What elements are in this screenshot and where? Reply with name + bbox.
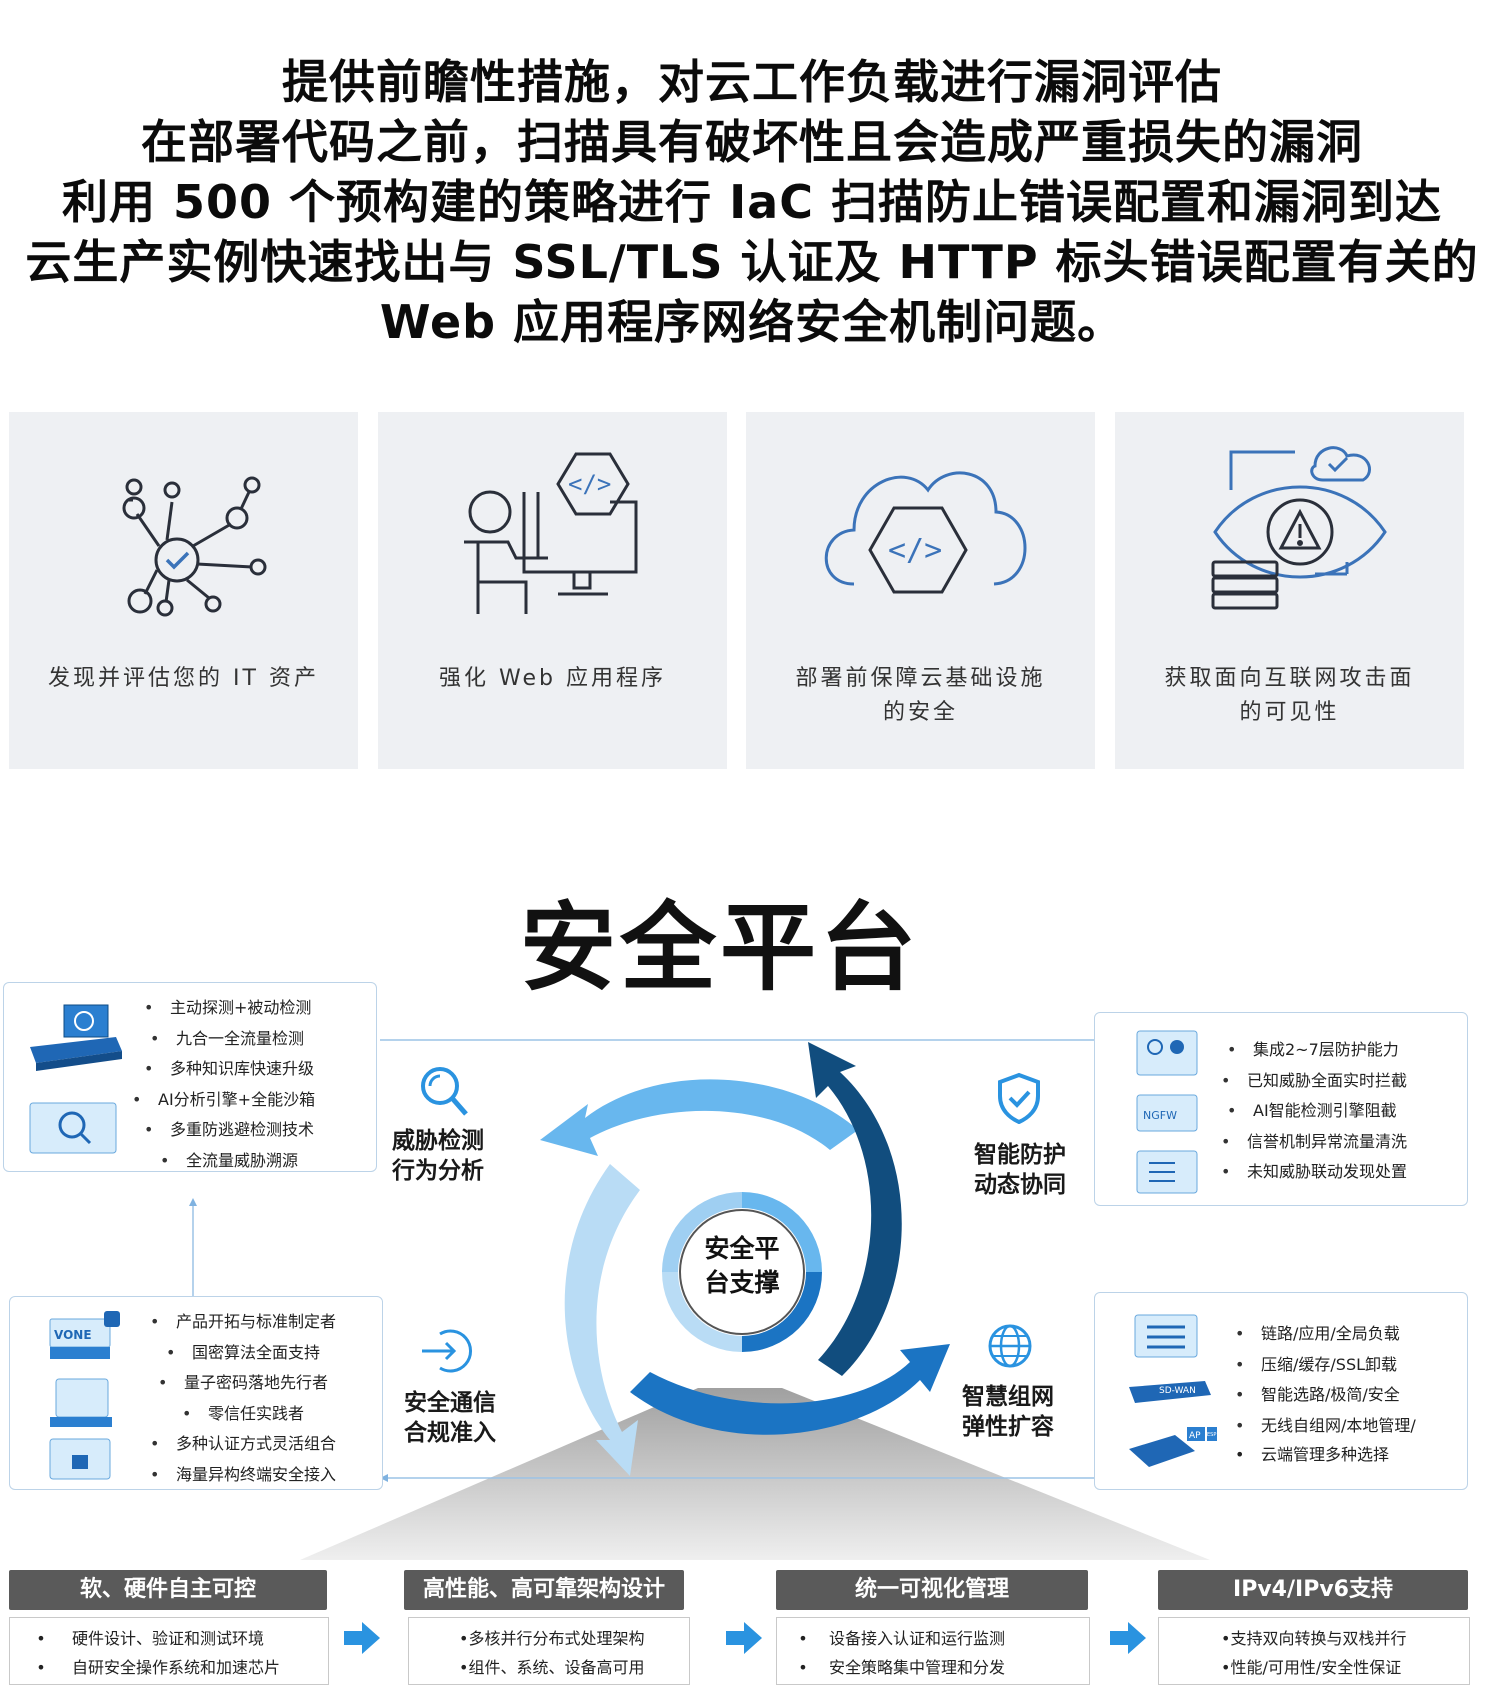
intro-line: 利用 500 个预构建的策略进行 IaC 扫描防止错误配置和漏洞到达 xyxy=(62,175,1442,229)
smart-defense-box: NGFW 集成2~7层防护能力 已知威胁全面实时拦截 AI智能检测引擎阻截 信誉… xyxy=(1094,1012,1468,1206)
feature-card-web-apps: </> 强化 Web 应用程序 xyxy=(378,412,727,769)
list-item: •组件、系统、设备高可用 xyxy=(459,1658,645,1677)
feature-card-label: 部署前保障云基础设施的安全 xyxy=(795,666,1046,725)
list-item: 链路/应用/全局负载 xyxy=(1235,1319,1416,1350)
list-item: 压缩/缓存/SSL卸载 xyxy=(1235,1350,1416,1381)
list-item: 零信任实践者 xyxy=(150,1399,336,1430)
intro-line: 云生产实例快速找出与 SSL/TLS 认证及 HTTP 标头错误配置有关的 xyxy=(25,235,1479,289)
feature-card-cloud-infra: </> 部署前保障云基础设施的安全 xyxy=(746,412,1095,769)
threat-detection-label: 威胁检测行为分析 xyxy=(392,1128,484,1184)
magnifier-icon xyxy=(421,1067,468,1116)
svg-text:</>: </> xyxy=(888,533,942,568)
access-device-icon: VONE xyxy=(49,1311,120,1480)
smart-network-box: SD-WAN AP ESP 链路/应用/全局负载 压缩/缓存/SSL卸载 智能选… xyxy=(1094,1292,1468,1490)
list-item: 未知威胁联动发现处置 xyxy=(1221,1157,1407,1188)
list-item: 已知威胁全面实时拦截 xyxy=(1221,1066,1407,1097)
network-check-icon xyxy=(122,476,267,617)
list-item: 多种知识库快速升级 xyxy=(144,1054,315,1085)
intro-heading: 提供前瞻性措施，对云工作负载进行漏洞评估 在部署代码之前，扫描具有破坏性且会造成… xyxy=(0,52,1504,352)
right-arrow-icon xyxy=(344,1622,380,1654)
firewall-device-icon: NGFW xyxy=(1136,1030,1198,1194)
list-item: 主动探测+被动检测 xyxy=(144,993,315,1024)
cloud-code-icon: </> xyxy=(824,471,1027,594)
cycle-arrow-light xyxy=(540,1079,858,1156)
list-item: •硬件设计、验证和测试环境 xyxy=(36,1629,265,1648)
secure-access-label: 安全通信合规准入 xyxy=(404,1390,496,1446)
list-item: •自研安全操作系统和加速芯片 xyxy=(36,1658,281,1677)
svg-text:NGFW: NGFW xyxy=(1143,1109,1177,1122)
center-label: 安全平台支撑 xyxy=(704,1234,780,1297)
sdwan-device-icon: SD-WAN AP ESP xyxy=(1129,1314,1217,1467)
cycle-arrow-dark xyxy=(808,1042,902,1376)
pillar-title: 统一可视化管理 xyxy=(776,1570,1088,1610)
globe-icon xyxy=(988,1324,1032,1368)
smart-network-label: 智慧组网弹性扩容 xyxy=(962,1384,1054,1440)
list-item: 多种认证方式灵活组合 xyxy=(150,1429,336,1460)
feature-card-label: 获取面向互联网攻击面的可见性 xyxy=(1164,666,1415,725)
connector-arrowhead xyxy=(380,1474,388,1482)
pillar-body: •硬件设计、验证和测试环境 •自研安全操作系统和加速芯片 xyxy=(9,1617,329,1685)
svg-text:SD-WAN: SD-WAN xyxy=(1159,1386,1196,1396)
right-arrow-icon xyxy=(1110,1622,1146,1654)
cycle-arrow-mid xyxy=(630,1344,950,1435)
pillar-title: IPv4/IPv6支持 xyxy=(1158,1570,1468,1610)
list-item: 国密算法全面支持 xyxy=(150,1338,336,1369)
feature-card-label: 发现并评估您的 IT 资产 xyxy=(48,666,319,691)
list-item: 全流量威胁溯源 xyxy=(144,1146,315,1177)
center-ring xyxy=(662,1192,822,1352)
list-item: 信誉机制异常流量清洗 xyxy=(1221,1127,1407,1158)
secure-access-box: VONE 产品开拓与标准制定者 国密算法全面支持 量子密码落地先行者 零信任实践… xyxy=(9,1296,383,1490)
pillar-body: •多核并行分布式处理架构 •组件、系统、设备高可用 xyxy=(408,1617,690,1685)
svg-text:VONE: VONE xyxy=(54,1328,92,1342)
list-item: AI智能检测引擎阻截 xyxy=(1221,1096,1407,1127)
intro-line: 提供前瞻性措施，对云工作负载进行漏洞评估 xyxy=(282,55,1222,109)
right-arrow-icon xyxy=(726,1622,762,1654)
svg-text:ESP: ESP xyxy=(1207,1432,1216,1438)
pillar-body: •设备接入认证和运行监测 •安全策略集中管理和分发 xyxy=(776,1617,1090,1685)
list-item: •支持双向转换与双栈并行 xyxy=(1221,1629,1407,1648)
svg-text:</>: </> xyxy=(568,470,611,498)
intro-line: 在部署代码之前，扫描具有破坏性且会造成严重损失的漏洞 xyxy=(141,115,1363,169)
list-item: 量子密码落地先行者 xyxy=(150,1368,336,1399)
threat-detection-box: 主动探测+被动检测 九合一全流量检测 多种知识库快速升级 AI分析引擎+全能沙箱… xyxy=(3,982,377,1172)
connector-arrowhead xyxy=(189,1198,197,1206)
list-item: AI分析引擎+全能沙箱 xyxy=(132,1085,315,1116)
pillar-title: 软、硬件自主可控 xyxy=(9,1570,327,1610)
list-item: •性能/可用性/安全性保证 xyxy=(1221,1658,1402,1677)
list-item: 无线自组网/本地管理/ xyxy=(1235,1411,1416,1442)
svg-text:AP: AP xyxy=(1189,1431,1201,1441)
list-item: •安全策略集中管理和分发 xyxy=(798,1658,1006,1677)
feature-card-label: 强化 Web 应用程序 xyxy=(439,666,666,691)
developer-code-icon: </> xyxy=(464,452,638,614)
cycle-arrow-pale xyxy=(564,1164,640,1476)
shield-check-icon xyxy=(998,1072,1040,1124)
login-arrow-icon xyxy=(422,1329,472,1373)
list-item: 产品开拓与标准制定者 xyxy=(150,1307,336,1338)
feature-card-it-assets: 发现并评估您的 IT 资产 xyxy=(9,412,358,769)
platform-title: 安全平台 xyxy=(520,892,920,1004)
support-pedestal xyxy=(300,1388,1210,1560)
pillar-body: •支持双向转换与双栈并行 •性能/可用性/安全性保证 xyxy=(1158,1617,1470,1685)
list-item: 海量异构终端安全接入 xyxy=(150,1460,336,1491)
pillar-title: 高性能、高可靠架构设计 xyxy=(404,1570,684,1610)
list-item: 九合一全流量检测 xyxy=(144,1024,315,1055)
list-item: 多重防逃避检测技术 xyxy=(144,1115,315,1146)
feature-card-attack-surface: 获取面向互联网攻击面的可见性 xyxy=(1115,412,1464,769)
intro-line: Web 应用程序网络安全机制问题。 xyxy=(379,295,1125,349)
sensor-device-icon xyxy=(29,1004,122,1154)
list-item-continued: •云端管理多种选择 xyxy=(1235,1445,1390,1464)
smart-defense-label: 智能防护动态协同 xyxy=(974,1142,1066,1198)
eye-warning-icon xyxy=(1211,446,1387,610)
list-item: •多核并行分布式处理架构 xyxy=(459,1629,645,1648)
list-item: 智能选路/极简/安全 xyxy=(1235,1380,1416,1411)
list-item: •设备接入认证和运行监测 xyxy=(798,1629,1006,1648)
list-item: 集成2~7层防护能力 xyxy=(1221,1035,1407,1066)
